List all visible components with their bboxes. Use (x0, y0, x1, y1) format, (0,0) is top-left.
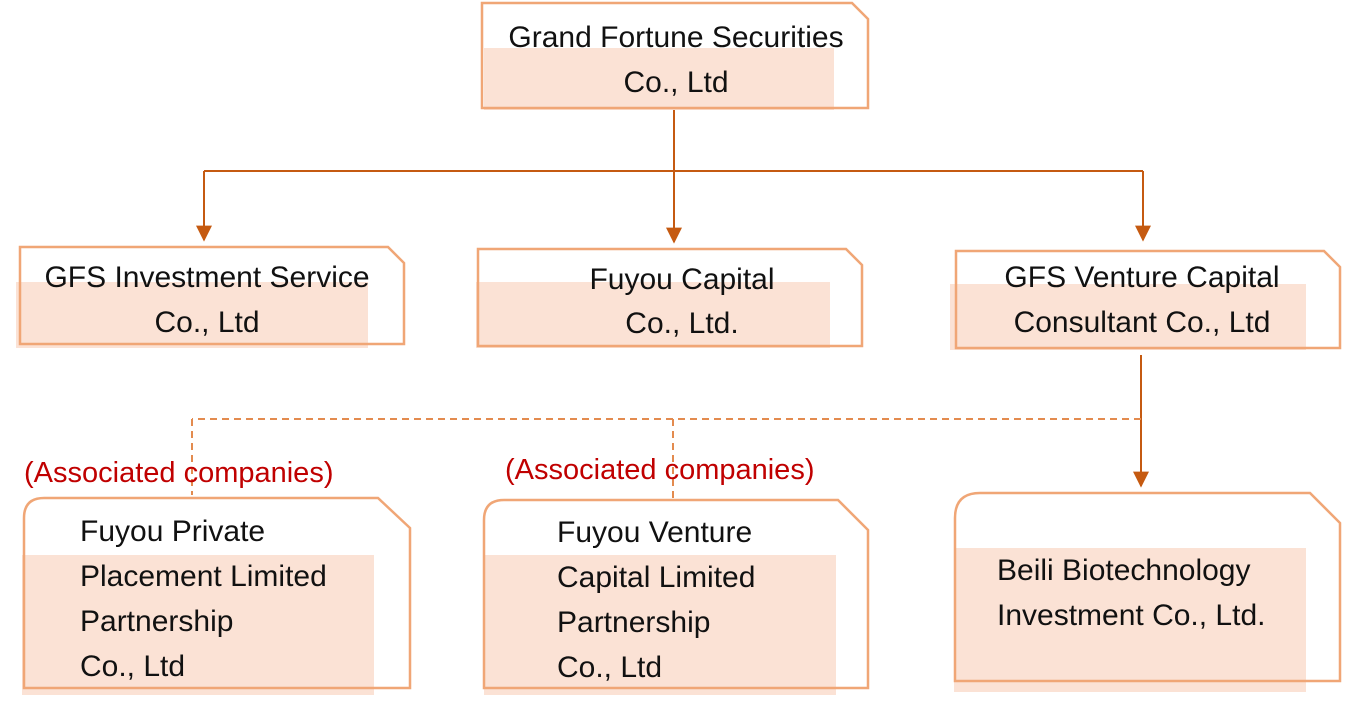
node-gfs-investment-service: GFS Investment Service Co., Ltd (16, 245, 406, 348)
node-box (482, 498, 870, 690)
node-fuyou-capital: Fuyou Capital Co., Ltd. (476, 247, 864, 348)
node-label-line: Investment Co., Ltd. (997, 599, 1265, 632)
node-label-line: GFS Investment Service (44, 261, 369, 294)
node-label-line: Co., Ltd (154, 306, 259, 339)
node-label-line: Co., Ltd (623, 66, 728, 99)
node-beili-biotechnology: Beili Biotechnology Investment Co., Ltd. (953, 491, 1342, 692)
node-shade (16, 282, 368, 348)
node-shade (484, 48, 834, 110)
node-label-line: Beili Biotechnology (997, 554, 1251, 587)
node-label-line: Fuyou Private (80, 515, 265, 548)
node-label-line: Placement Limited (80, 560, 327, 593)
node-shade (476, 282, 830, 348)
node-grand-fortune-securities: Grand Fortune Securities Co., Ltd (480, 1, 870, 110)
node-label-line: Partnership (557, 606, 710, 639)
node-shade (950, 284, 1306, 350)
node-fuyou-private-placement: Fuyou Private Placement Limited Partners… (22, 496, 412, 695)
node-label-line: GFS Venture Capital (1004, 261, 1279, 294)
associated-label-left: (Associated companies) (24, 457, 333, 489)
node-label-line: Co., Ltd. (625, 307, 738, 340)
node-label-line: Capital Limited (557, 561, 755, 594)
node-box (480, 1, 870, 110)
node-box (18, 245, 406, 346)
connectors (191, 110, 1151, 500)
node-label-line: Co., Ltd (80, 650, 185, 683)
node-label-line: Fuyou Venture (557, 516, 752, 549)
node-box (953, 491, 1342, 683)
node-box (22, 496, 412, 690)
node-shade (484, 555, 836, 695)
associated-label-middle: (Associated companies) (505, 454, 814, 486)
node-gfs-venture-capital: GFS Venture Capital Consultant Co., Ltd (950, 249, 1342, 350)
node-label-line: Co., Ltd (557, 651, 662, 684)
node-label-line: Fuyou Capital (589, 263, 774, 296)
node-shade (954, 548, 1306, 692)
node-label-line: Partnership (80, 605, 233, 638)
node-box (954, 249, 1342, 350)
node-shade (22, 555, 374, 695)
node-box (476, 247, 864, 348)
node-label-line: Consultant Co., Ltd (1014, 306, 1271, 339)
node-fuyou-venture-capital: Fuyou Venture Capital Limited Partnershi… (482, 498, 870, 695)
node-label-line: Grand Fortune Securities (508, 21, 843, 54)
